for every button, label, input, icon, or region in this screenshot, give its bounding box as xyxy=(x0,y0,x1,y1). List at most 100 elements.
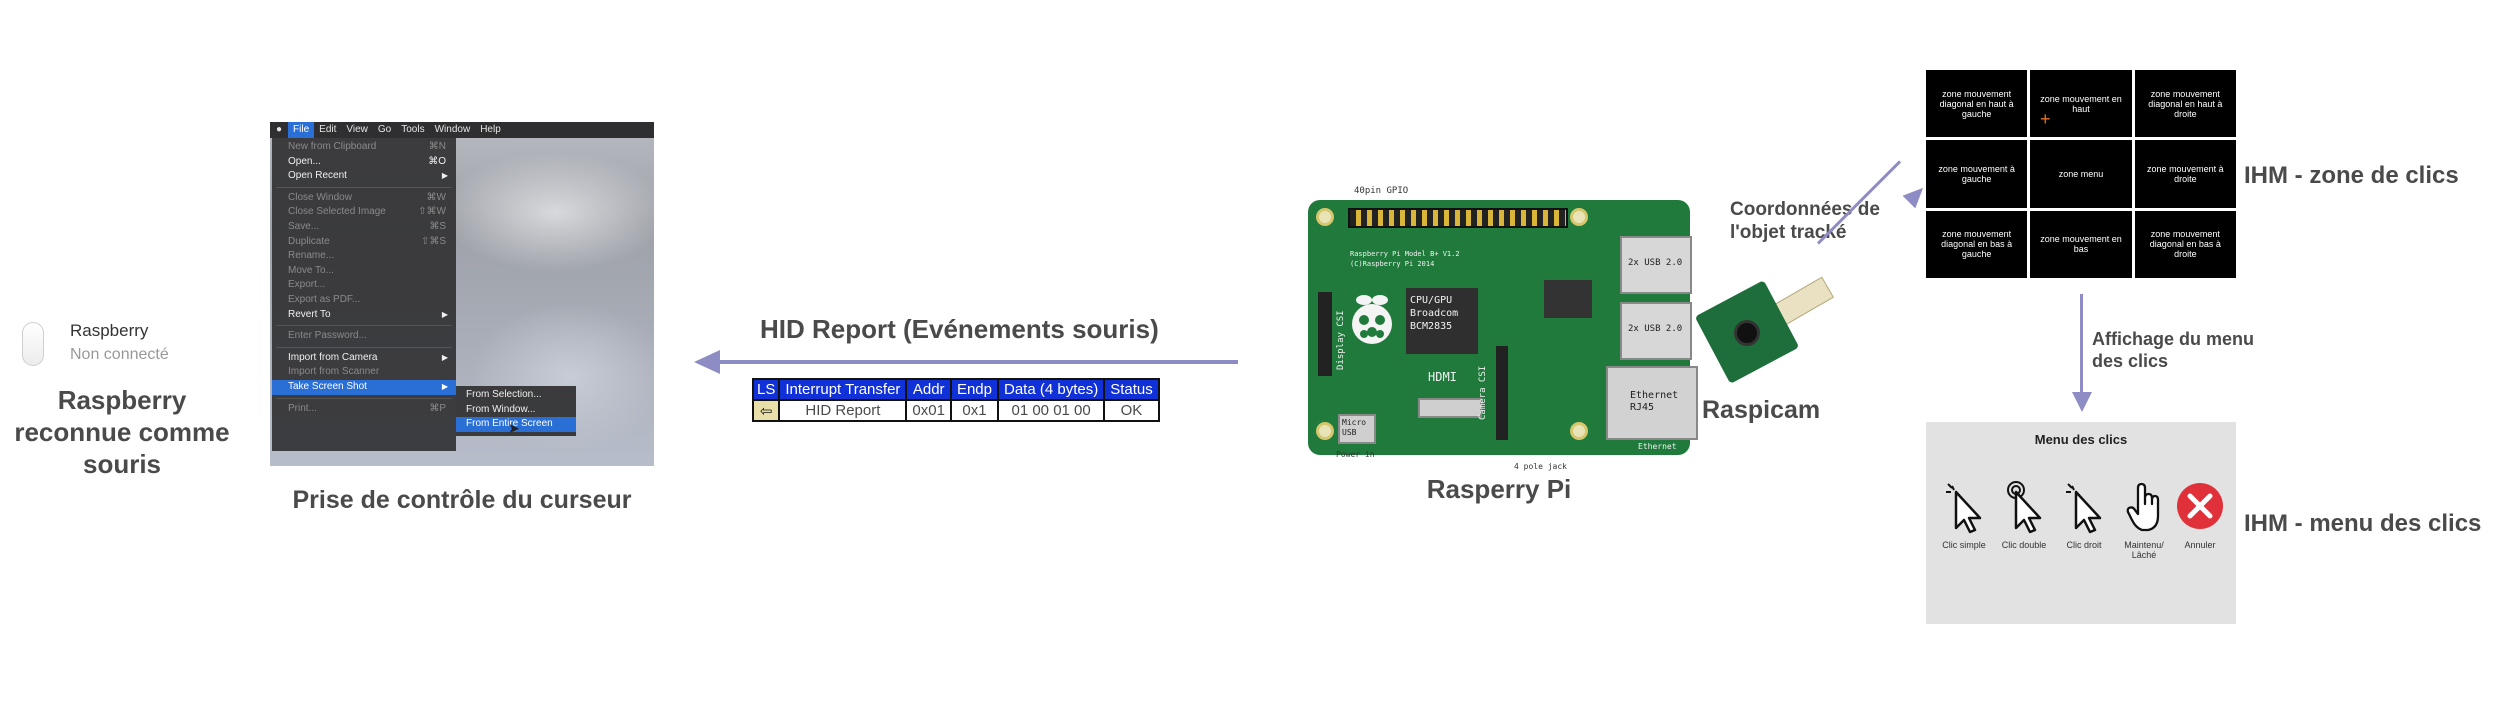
device-status: Non connecté xyxy=(70,346,169,363)
zone-cell[interactable]: zone mouvement diagonal en haut à droite xyxy=(2134,70,2236,138)
clic-menu-title: Menu des clics xyxy=(2034,432,2128,447)
menu-item: Print...⌘P xyxy=(288,402,446,414)
clic-item-label: Maintenu/ Lâché xyxy=(2124,540,2164,560)
menubar-item[interactable]: Help xyxy=(480,124,501,135)
zone-cell[interactable]: zone mouvement en bas xyxy=(2030,210,2132,278)
clic-droit-button[interactable]: Clic droit xyxy=(2056,478,2112,550)
zone-cell[interactable]: zone mouvement diagonal en bas à droite xyxy=(2134,210,2236,278)
menu-item: Enter Password... xyxy=(288,330,367,342)
ethernet-bottom-label: Ethernet xyxy=(1638,442,1677,451)
submenu-item[interactable]: From Selection... xyxy=(466,389,542,400)
hid-report-table: LS Interrupt Transfer Addr Endp Data (4 … xyxy=(751,378,1160,422)
hid-title: HID Report (Evénements souris) xyxy=(760,314,1159,344)
affichage-line: des clics xyxy=(2092,351,2169,371)
menu-item[interactable]: Open Recent▶ xyxy=(288,170,448,182)
hid-row-cell: HID Report xyxy=(778,399,908,422)
menubar-item[interactable]: Window xyxy=(434,124,471,135)
hid-arrow-line xyxy=(718,360,1238,364)
camera-lens-icon xyxy=(1734,320,1760,346)
menu-item: Import from Scanner xyxy=(288,366,380,378)
menu-item[interactable]: Take Screen Shot▶ xyxy=(272,379,456,395)
usb-port-top: 2x USB 2.0 xyxy=(1620,236,1692,294)
submenu-item[interactable]: From Window... xyxy=(466,403,536,415)
apple-logo-icon: ● xyxy=(276,124,283,135)
camera-connector xyxy=(1496,346,1508,440)
clic-item-label: Clic simple xyxy=(1942,540,1986,550)
hid-header-cell: Interrupt Transfer xyxy=(778,378,908,401)
zone-cell[interactable]: zone mouvement à gauche xyxy=(1926,140,2028,208)
hid-header-cell: Addr xyxy=(905,378,952,401)
menubar-item[interactable]: View xyxy=(346,124,368,135)
coord-label: Coordonnées de l'objet tracké xyxy=(1730,198,1880,244)
usb-label: 2x USB 2.0 xyxy=(1628,258,1683,268)
menubar-item[interactable]: Tools xyxy=(401,124,425,135)
mac-caption: Prise de contrôle du curseur xyxy=(292,486,632,514)
menu-arrow-line xyxy=(2080,294,2083,394)
gpio-label: 40pin GPIO xyxy=(1354,186,1409,196)
maintenu-lache-button[interactable]: Maintenu/ Lâché xyxy=(2116,478,2172,560)
clic-item-label: Clic droit xyxy=(2066,540,2102,550)
mouse-icon xyxy=(22,322,44,366)
menubar-item[interactable]: Edit xyxy=(319,124,337,135)
power-label: Power in xyxy=(1336,450,1375,459)
menu-item: Move To... xyxy=(288,264,334,276)
mac-menubar: ● File Edit View Go Tools Window Help xyxy=(270,122,654,138)
hid-header-cell: Data (4 bytes) xyxy=(996,378,1106,401)
usb-controller-chip xyxy=(1544,280,1592,318)
gpio-header xyxy=(1348,208,1568,228)
menu-item[interactable]: Revert To▶ xyxy=(288,308,448,320)
menu-item[interactable]: Open...⌘O xyxy=(288,155,446,167)
menubar-item[interactable]: Go xyxy=(377,124,392,135)
menu-separator xyxy=(276,186,452,188)
menu-item[interactable]: Import from Camera▶ xyxy=(288,351,448,363)
micro-usb-label: Micro USB xyxy=(1342,418,1367,437)
zone-cell[interactable]: zone mouvement à droite xyxy=(2134,140,2236,208)
hid-header-cell: Status xyxy=(1103,378,1160,401)
annuler-button[interactable]: Annuler xyxy=(2172,478,2228,550)
zone-cell[interactable]: zone mouvement diagonal en haut à gauche xyxy=(1926,70,2028,138)
device-caption-line: souris xyxy=(82,449,162,479)
ethernet-port: Ethernet RJ45 xyxy=(1606,366,1698,440)
cursor-right-click-icon xyxy=(2066,483,2102,534)
hid-arrow-icon: ⇦ xyxy=(751,399,781,422)
ethernet-label: Ethernet RJ45 xyxy=(1630,390,1679,413)
affichage-label: Affichage du menu des clics xyxy=(2092,328,2254,372)
camera-label: Camera CSI xyxy=(1478,365,1488,420)
board-copyright: (C)Raspberry Pi 2014 xyxy=(1350,260,1435,268)
menu-item: Export as PDF... xyxy=(288,293,361,305)
device-caption-line: reconnue comme xyxy=(14,417,230,447)
screenshot-submenu: From Selection... From Window... From Enti… xyxy=(456,386,576,436)
zone-cell[interactable]: zone menu xyxy=(2030,140,2132,208)
menu-item: Export... xyxy=(288,279,326,291)
zone-grid: zone mouvement diagonal en haut à gauche… xyxy=(1926,70,2236,278)
hid-ls-cell: LS xyxy=(751,378,781,401)
clic-simple-button[interactable]: Clic simple xyxy=(1936,478,1992,550)
soc-label: CPU/GPU Broadcom BCM2835 xyxy=(1410,295,1459,332)
zone-cell[interactable]: zone mouvement en haut xyxy=(2030,70,2132,138)
hid-header-cell: Endp xyxy=(949,378,1000,401)
coord-label-line: Coordonnées de xyxy=(1730,199,1880,220)
hid-row-cell: 01 00 01 00 xyxy=(996,399,1106,422)
cancel-icon xyxy=(2177,483,2223,529)
hid-row-cell: 0x01 xyxy=(905,399,952,422)
menu-separator xyxy=(276,346,452,348)
display-label: Display CSI xyxy=(1336,310,1346,370)
menubar-item[interactable]: File xyxy=(288,122,315,138)
ihm-zone-label: IHM - zone de clics xyxy=(2244,162,2459,189)
cursor-double-click-icon xyxy=(2007,481,2042,534)
submenu-item[interactable]: From Entire Screen xyxy=(456,417,576,432)
ihm-menu-label: IHM - menu des clics xyxy=(2244,510,2482,537)
hid-arrow-head-icon xyxy=(694,350,720,374)
zone-cell[interactable]: zone mouvement diagonal en bas à gauche xyxy=(1926,210,2028,278)
affichage-line: Affichage du menu xyxy=(2092,329,2255,349)
menu-separator xyxy=(276,397,452,399)
usb-label: 2x USB 2.0 xyxy=(1628,324,1683,334)
soc-chip: CPU/GPU Broadcom BCM2835 xyxy=(1406,288,1478,354)
hid-row-cell: 0x1 xyxy=(949,399,1000,422)
clic-double-button[interactable]: Clic double xyxy=(1996,478,2052,550)
display-connector xyxy=(1318,292,1332,376)
hand-drag-icon xyxy=(2126,482,2160,532)
target-cross-icon: + xyxy=(2040,109,2051,129)
audio-label: 4 pole jack xyxy=(1514,462,1567,471)
